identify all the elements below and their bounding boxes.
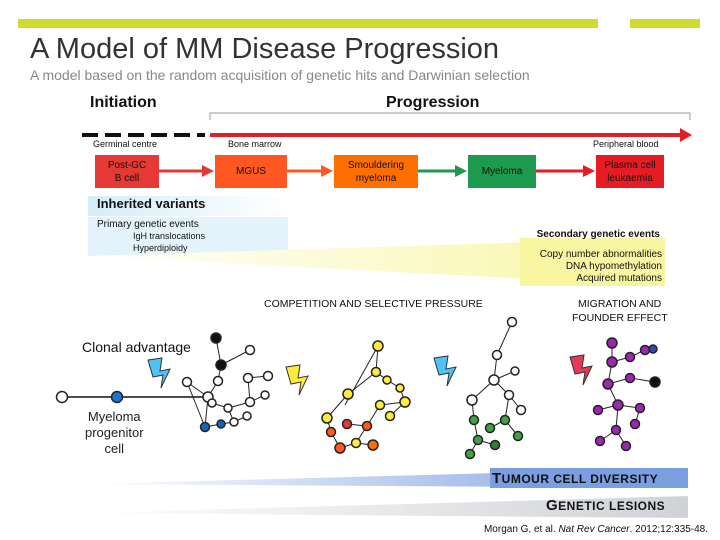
smouldering-box xyxy=(334,155,418,188)
citation: Morgan G, et al. Nat Rev Cancer. 2012;12… xyxy=(484,524,708,535)
progression-bracket xyxy=(209,112,691,120)
myeloma-stage: Myeloma xyxy=(481,166,523,177)
myeloma-box xyxy=(468,155,536,188)
primary-events-label: Primary genetic events xyxy=(97,219,199,230)
smouldering-line1: Smouldering xyxy=(347,159,405,171)
initiation-label: Initiation xyxy=(90,94,157,111)
founder-effect-label: FOUNDER EFFECT xyxy=(572,312,668,324)
genetic-lesions-initial: G xyxy=(546,497,559,514)
postgc-box xyxy=(95,155,159,188)
plasma-line2: leukaemia xyxy=(607,172,653,184)
diversity-bar xyxy=(490,468,688,488)
germinal-centre-label: Germinal centre xyxy=(93,139,158,149)
arrow-mgus-smouldering xyxy=(321,165,333,177)
postgc-line1: Post-GC xyxy=(107,159,147,171)
primary-events-panel xyxy=(88,217,288,256)
clone-tree-1 xyxy=(186,337,269,428)
citation-journal: Nat Rev Cancer xyxy=(558,524,630,535)
plasma-line1: Plasma cell xyxy=(604,159,656,171)
page-title: A Model of MM Disease Progression xyxy=(30,33,500,65)
genetic-lesions-label: GENETIC LESIONS xyxy=(546,497,665,514)
tumour-diversity-label: TUMOUR CELL DIVERSITY xyxy=(492,470,658,487)
lightning-icon-4 xyxy=(569,354,593,386)
tumour-diversity-rest: UMOUR CELL DIVERSITY xyxy=(501,472,659,486)
accent-bar xyxy=(18,19,598,28)
lightning-icon-1 xyxy=(147,357,171,389)
postgc-line2: B cell xyxy=(114,172,140,184)
progenitor-line2: progenitor xyxy=(85,425,144,440)
progenitor-line1: Myeloma xyxy=(87,409,141,424)
clonal-advantage-label: Clonal advantage xyxy=(82,339,191,355)
lightning-icon-3 xyxy=(433,355,457,387)
copy-number-label: Copy number abnormalities xyxy=(539,249,662,260)
progression-arrowhead xyxy=(680,128,692,142)
competition-label: COMPETITION AND SELECTIVE PRESSURE xyxy=(264,298,483,310)
arrow-myeloma-plasma xyxy=(583,165,595,177)
citation-ref: . 2012;12:335-48. xyxy=(629,524,708,535)
plasma-box xyxy=(596,155,664,188)
variants-bar xyxy=(88,196,288,216)
secondary-events-heading: Secondary genetic events xyxy=(536,229,660,240)
dna-hypomethylation-label: DNA hypomethylation xyxy=(565,261,662,272)
progenitor-line3: cell xyxy=(104,441,125,456)
acquired-mutations-label: Acquired mutations xyxy=(576,273,662,284)
lightning-icon-2 xyxy=(285,364,309,396)
citation-authors: Morgan G, et al. xyxy=(483,524,559,535)
secondary-events-panel xyxy=(520,238,665,286)
tumour-diversity-initial: T xyxy=(492,470,502,487)
igh-translocations-label: IgH translocations xyxy=(133,231,206,241)
mgus-box xyxy=(215,155,287,188)
arrow-postgc-mgus xyxy=(202,165,214,177)
peripheral-blood-label: Peripheral blood xyxy=(593,139,659,149)
lesions-wedge xyxy=(88,496,688,518)
progenitor-label: Myeloma progenitor cell xyxy=(85,409,144,457)
page-subtitle: A model based on the random acquisition … xyxy=(30,67,530,83)
migration-label: MIGRATION AND xyxy=(578,298,662,310)
mgus-stage: MGUS xyxy=(236,166,266,177)
hyperdiploidy-label: Hyperdiploidy xyxy=(133,243,188,253)
arrow-smouldering-myeloma xyxy=(455,165,467,177)
inherited-variants-heading: Inherited variants xyxy=(97,196,206,211)
progression-label: Progression xyxy=(386,94,480,111)
smouldering-line2: myeloma xyxy=(355,172,397,184)
bone-marrow-label: Bone marrow xyxy=(228,139,282,149)
genetic-lesions-rest: ENETIC LESIONS xyxy=(558,499,666,513)
clone-tree-2 xyxy=(326,345,406,449)
accent-bar-small xyxy=(630,19,700,28)
